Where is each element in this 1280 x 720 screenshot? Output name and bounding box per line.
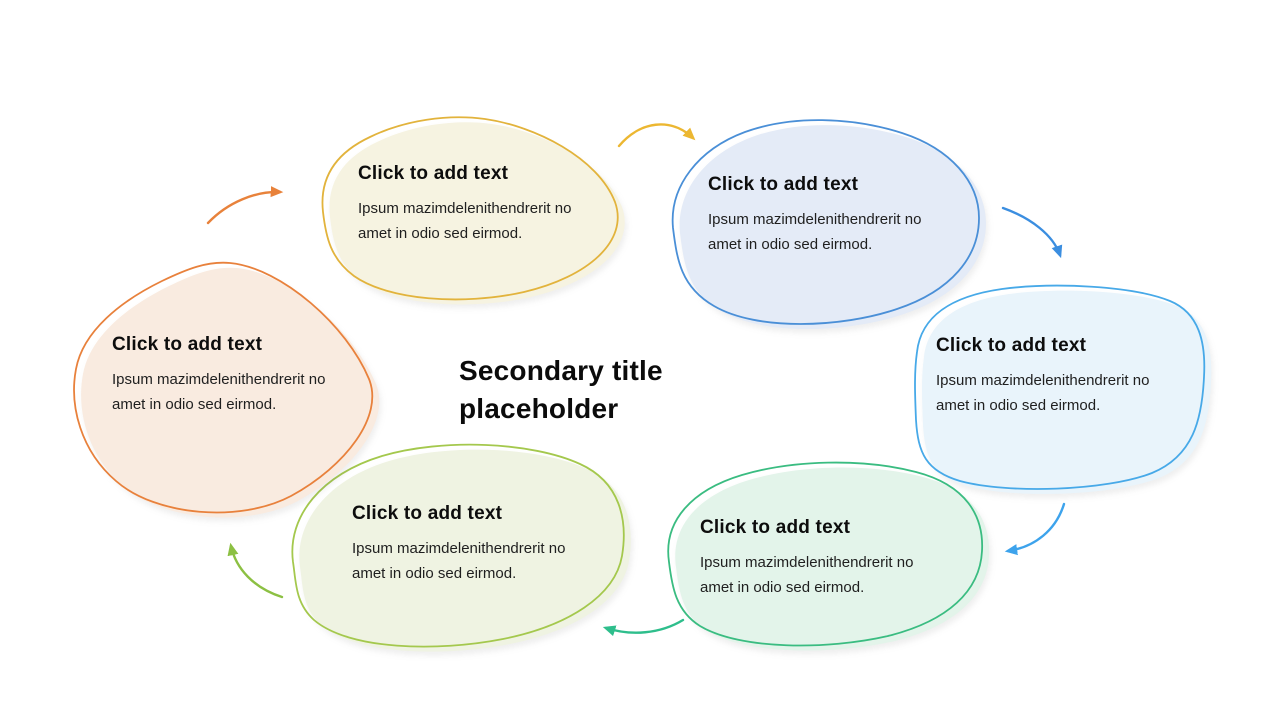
placeholder-left[interactable]: Click to add text Ipsum mazimdelenithend… [112,333,357,417]
placeholder-right[interactable]: Click to add text Ipsum mazimdelenithend… [936,334,1181,418]
placeholder-bottom-left[interactable]: Click to add text Ipsum mazimdelenithend… [352,502,597,586]
blob-bottom-right-fill [675,467,990,651]
secondary-title-placeholder[interactable]: Secondary title placeholder [459,355,663,424]
blob-left-fill [81,267,380,518]
placeholder-heading[interactable]: Click to add text [708,174,859,195]
blob-top-right[interactable] [671,119,986,329]
blob-bottom-right-outline [667,461,983,647]
placeholder-heading[interactable]: Click to add text [358,163,509,184]
placeholder-top-right[interactable]: Click to add text Ipsum mazimdelenithend… [708,173,953,257]
placeholder-heading[interactable]: Click to add text [936,335,1087,356]
blob-left[interactable] [73,261,380,518]
placeholder-body[interactable]: Ipsum mazimdelenithendrerit no amet in o… [708,211,922,253]
blob-bottom-left-outline [291,443,625,648]
blob-bottom-right[interactable] [667,461,990,651]
arrow-top-right [1001,206,1063,259]
blob-right-outline [914,284,1206,490]
arrow-bottom [602,618,685,637]
blob-top-right-fill [679,125,986,329]
blob-left-outline [73,261,374,514]
blob-bottom-left-fill [299,449,631,652]
blob-top-left[interactable] [321,116,625,305]
cycle-arrows [206,123,1066,637]
placeholder-bottom-right[interactable]: Click to add text Ipsum mazimdelenithend… [700,516,945,600]
placeholder-heading[interactable]: Click to add text [700,517,851,538]
placeholder-body[interactable]: Ipsum mazimdelenithendrerit no amet in o… [358,200,572,242]
placeholder-body[interactable]: Ipsum mazimdelenithendrerit no amet in o… [936,372,1150,414]
placeholder-heading[interactable]: Click to add text [112,334,263,355]
blob-bottom-left[interactable] [291,443,631,652]
placeholder-heading[interactable]: Click to add text [352,503,503,524]
blob-top-right-outline [671,119,980,325]
placeholder-body[interactable]: Ipsum mazimdelenithendrerit no amet in o… [700,554,914,596]
blob-right-fill [922,290,1212,494]
blob-top-left-outline [321,116,619,301]
arrow-top-left [206,186,284,225]
arrow-top [617,123,696,148]
placeholder-body[interactable]: Ipsum mazimdelenithendrerit no amet in o… [112,371,326,413]
placeholder-body[interactable]: Ipsum mazimdelenithendrerit no amet in o… [352,540,566,582]
blob-top-left-fill [329,122,625,305]
placeholder-top-left[interactable]: Click to add text Ipsum mazimdelenithend… [358,162,603,246]
arrow-bottom-left [227,542,284,599]
blob-right[interactable] [914,284,1212,494]
arrow-bottom-right [1004,502,1066,556]
